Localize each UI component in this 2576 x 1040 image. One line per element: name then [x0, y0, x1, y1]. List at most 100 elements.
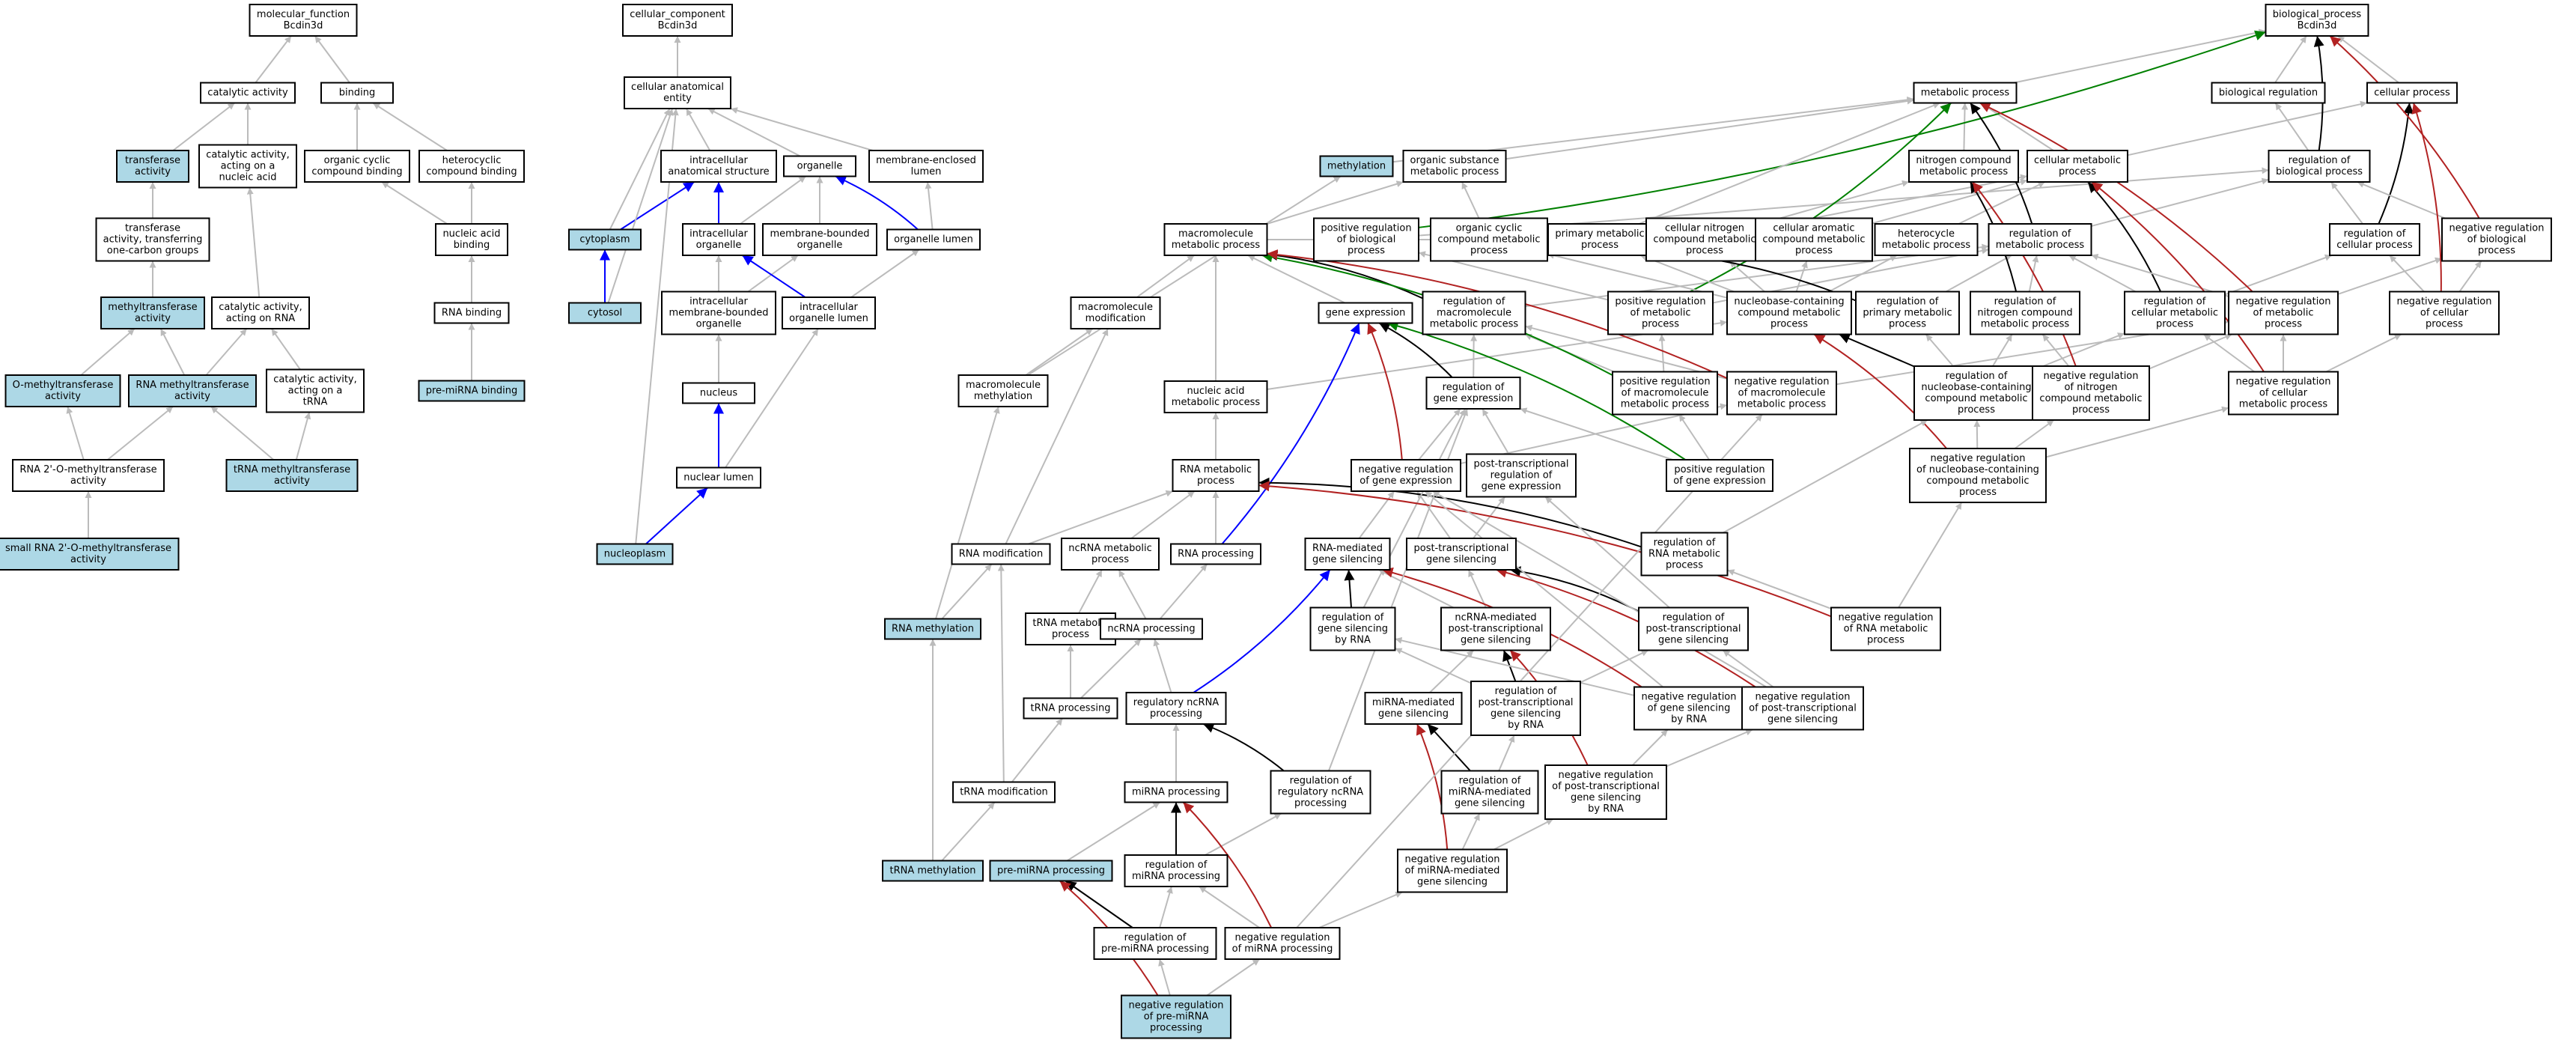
edge-negatively-regulates [2329, 35, 2480, 219]
node-label: entity [663, 93, 692, 104]
edge-is-a [2014, 28, 2266, 84]
node-box [1726, 291, 1852, 335]
node-geneexp: gene expression [1318, 302, 1413, 324]
edge-is-a [1666, 729, 1753, 767]
node-label: methyltransferase [108, 302, 197, 313]
edge-is-a [372, 102, 448, 151]
edge-is-a [941, 801, 996, 862]
node-label: post-transcriptional [1448, 624, 1543, 635]
edge-is-a [1795, 261, 1808, 292]
edge-is-a [1318, 891, 1403, 928]
node-label: of nitrogen [2064, 382, 2117, 393]
edge-is-a [2045, 406, 2229, 458]
node-label: regulation of [1491, 470, 1553, 481]
edge-is-a [1723, 419, 1928, 534]
edge-is-a [2274, 102, 2309, 151]
node-label: binding [454, 240, 490, 251]
edge-negatively-regulates [1813, 333, 1947, 449]
node-box [1172, 459, 1260, 492]
node-label: organelle lumen [789, 313, 868, 324]
node-box [1638, 606, 1749, 651]
node-box [1645, 217, 1764, 262]
node-label: ncRNA processing [1107, 624, 1195, 635]
edge-is-a [2357, 181, 2446, 219]
node-box [622, 4, 733, 37]
edge-is-a [1153, 639, 1172, 693]
node-label: tRNA methyltransferase [234, 464, 350, 475]
node-label: process [2072, 404, 2110, 416]
node-label: of gene expression [1359, 475, 1452, 487]
node-label: process [1348, 246, 1385, 257]
node-label: nucleus [700, 388, 737, 399]
node-label: activity, transferring [103, 234, 203, 246]
edge-negatively-regulates [1367, 323, 1403, 460]
node-label: of RNA metabolic [1844, 624, 1928, 635]
node-label: compound metabolic [2039, 393, 2142, 404]
node-nl: nuclear lumen [676, 466, 761, 489]
node-label: process [1958, 404, 1995, 416]
node-label: negative regulation [2043, 371, 2138, 382]
edge-part-of [741, 255, 806, 298]
edge-is-a [1080, 638, 1142, 699]
node-label: gene silencing [1417, 877, 1488, 888]
node-label: RNA metabolic [1648, 549, 1720, 560]
edge-is-a [1992, 333, 2013, 367]
node-label: compound metabolic [1653, 234, 1756, 246]
edge-is-a [1525, 243, 1989, 308]
node-label: nucleobase-containing [1734, 297, 1844, 308]
node-label: compound metabolic [1437, 234, 1540, 246]
node-trnamethyl: tRNA methylation [882, 860, 984, 882]
node-label: metabolic process [1921, 88, 2010, 99]
node-label: process [2265, 319, 2302, 330]
edge-is-a [1678, 413, 1710, 460]
edge-positively-regulates [1418, 30, 2266, 228]
node-cytoplasm: cytoplasm [568, 228, 642, 251]
node-box [884, 618, 981, 640]
edge-regulates [2378, 103, 2414, 225]
edge-is-a [314, 35, 350, 84]
node-box [1304, 538, 1391, 571]
node-label: of pre-miRNA [1144, 1012, 1209, 1023]
edge-is-a [66, 406, 85, 460]
node-label: regulation of [1877, 297, 1939, 308]
node-box [2268, 150, 2371, 183]
node-label: cytosol [588, 308, 622, 319]
edge-regulates [1267, 250, 1423, 299]
node-label: of macromolecule [1622, 388, 1709, 399]
node-box [4, 374, 121, 407]
node-label: gene expression [1434, 393, 1514, 404]
node-box [198, 144, 297, 189]
edge-is-a [1130, 490, 1196, 539]
node-box [1124, 781, 1228, 803]
node-label: transferase [125, 223, 180, 234]
edge-is-a [1159, 563, 1208, 620]
node-label: metabolic process [2239, 399, 2328, 410]
edge-is-a [1520, 407, 1673, 460]
node-box [1874, 223, 1979, 256]
node-label: binding [339, 88, 375, 99]
edge-is-a [270, 328, 301, 371]
node-label: anatomical structure [668, 166, 769, 177]
edge-part-of [620, 181, 695, 231]
edge-negatively-regulates [2411, 103, 2442, 292]
node-label: by RNA [1508, 720, 1544, 731]
node-label: nitrogen compound [1916, 155, 2011, 166]
node-box [418, 150, 525, 183]
node-box [1741, 686, 1864, 731]
node-box [200, 82, 296, 104]
node-label: of miRNA processing [1232, 943, 1333, 955]
node-label: process [1795, 246, 1833, 257]
